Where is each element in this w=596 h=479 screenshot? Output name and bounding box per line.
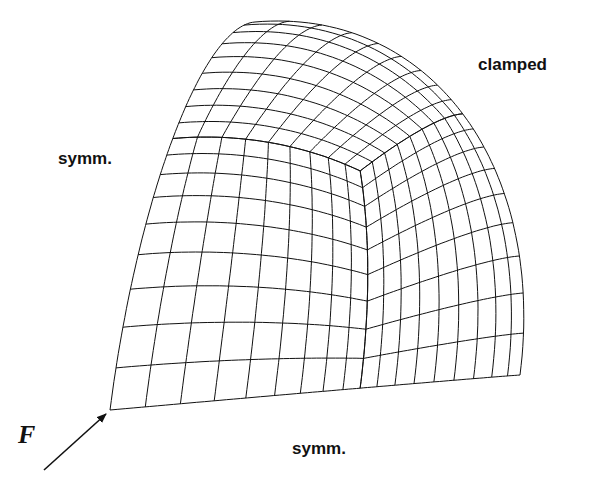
mesh-line xyxy=(179,122,372,162)
mesh-line xyxy=(153,196,366,228)
mesh-line xyxy=(246,142,269,398)
mesh-line xyxy=(255,21,463,114)
mesh-line xyxy=(366,293,523,329)
mesh-line xyxy=(365,147,484,206)
mesh-line xyxy=(360,114,463,171)
mesh-line xyxy=(244,24,454,115)
mesh-line xyxy=(145,137,197,407)
mesh-line xyxy=(146,222,368,250)
force-label: F xyxy=(18,422,35,448)
symmetry-label: symm. xyxy=(292,440,346,457)
mesh-line xyxy=(160,173,364,207)
mesh-line xyxy=(202,72,410,136)
mesh-line xyxy=(214,139,246,401)
mesh-line xyxy=(367,256,519,301)
mesh-line xyxy=(300,152,312,393)
mesh-line xyxy=(360,171,368,388)
mesh-line xyxy=(360,171,368,388)
mesh-line xyxy=(167,154,363,188)
mesh-line xyxy=(173,137,360,171)
mesh-line xyxy=(367,194,504,250)
mesh-line xyxy=(198,21,290,137)
mesh-line xyxy=(323,158,333,391)
mesh-line xyxy=(275,147,291,396)
mesh-line xyxy=(366,168,494,227)
mesh-line xyxy=(360,114,463,171)
mesh-line xyxy=(212,57,422,130)
symmetry-label: symm. xyxy=(58,150,112,167)
mesh-line xyxy=(246,33,352,140)
mesh-line xyxy=(110,139,173,411)
mesh-line xyxy=(463,114,524,375)
mesh-line xyxy=(445,118,496,377)
mesh-line xyxy=(410,136,439,382)
mesh-line xyxy=(194,89,398,145)
mesh-line xyxy=(364,333,524,358)
mesh-line xyxy=(180,137,222,403)
finite-element-mesh xyxy=(110,21,524,410)
mesh-line xyxy=(454,115,511,376)
mesh-line xyxy=(360,375,520,388)
mesh-line xyxy=(268,44,378,143)
mesh-line xyxy=(343,164,352,389)
mesh-line xyxy=(222,43,434,123)
mesh-line xyxy=(368,223,513,275)
force-arrow xyxy=(44,414,106,470)
mesh-line xyxy=(233,32,445,119)
boundary-label: clamped xyxy=(478,56,547,73)
mesh-line xyxy=(222,25,322,137)
